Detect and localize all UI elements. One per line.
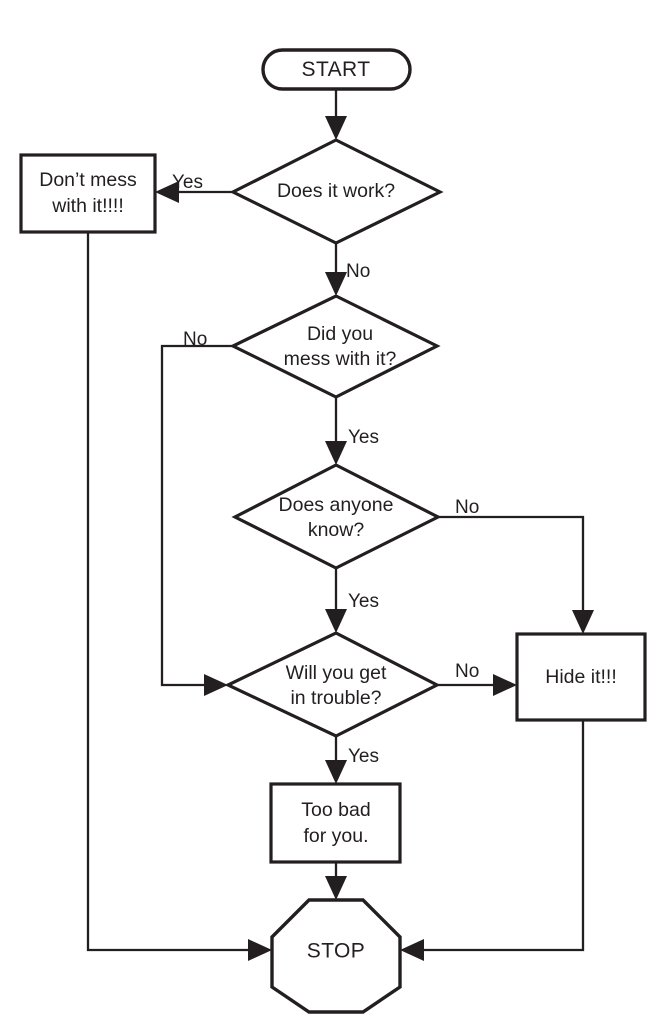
edge-label-will-you-get-in-trouble-yes: Yes — [348, 746, 379, 767]
edge-trouble-no-to-hide-it — [437, 674, 517, 696]
edge-did-you-mess-no-to-trouble — [160, 344, 233, 696]
too-bad-shape — [269, 782, 402, 864]
arrowhead-icon — [400, 939, 424, 961]
arrowhead-icon — [155, 181, 179, 203]
hide-it-label: Hide it!!! — [545, 666, 617, 688]
edge-dont-mess-to-stop — [86, 232, 272, 961]
will-you-get-in-trouble-shape — [224, 631, 441, 738]
node-stop[interactable]: STOP — [270, 898, 402, 1014]
node-will-you-get-in-trouble[interactable]: Will you get in trouble? — [224, 631, 441, 738]
arrowhead-icon — [572, 610, 594, 634]
did-you-mess-shape — [229, 294, 441, 399]
node-does-anyone-know[interactable]: Does anyone know? — [231, 463, 442, 570]
edge-anyone-know-yes-to-trouble — [325, 568, 347, 633]
arrowhead-icon — [493, 674, 517, 696]
arrowhead-icon — [325, 272, 347, 296]
node-does-it-work[interactable]: Does it work? — [229, 138, 444, 245]
did-you-mess-label-line1: Did you — [307, 323, 373, 345]
node-too-bad-for-you[interactable]: Too bad for you. — [269, 782, 402, 864]
did-you-mess-label-line2: mess with it? — [284, 348, 397, 370]
start-shape — [261, 48, 412, 91]
stop-label: STOP — [307, 940, 365, 963]
edge-does-it-work-yes-to-dont-mess — [155, 181, 233, 203]
does-anyone-know-label-line2: know? — [308, 519, 365, 541]
edge-label-does-it-work-no: No — [346, 261, 370, 282]
does-it-work-label: Does it work? — [277, 180, 395, 202]
arrowhead-icon — [325, 609, 347, 633]
edge-label-will-you-get-in-trouble-no: No — [455, 661, 479, 682]
edge-label-does-anyone-know-no: No — [455, 497, 479, 518]
too-bad-label-line1: Too bad — [301, 799, 370, 821]
edge-did-you-mess-yes-to-anyone-know — [325, 397, 347, 465]
edge-too-bad-to-stop — [325, 862, 347, 900]
edge-label-did-you-mess-no: No — [183, 329, 207, 350]
does-anyone-know-shape — [231, 463, 442, 570]
edge-trouble-yes-to-too-bad — [325, 736, 347, 784]
dont-mess-shape — [19, 153, 157, 234]
arrowhead-icon — [325, 760, 347, 784]
edge-start-to-does-it-work — [325, 88, 347, 140]
dont-mess-label-line1: Don’t mess — [39, 169, 137, 191]
edge-label-does-it-work-yes: Yes — [172, 172, 203, 193]
node-did-you-mess-with-it[interactable]: Did you mess with it? — [229, 294, 441, 399]
will-you-get-in-trouble-label-line1: Will you get — [286, 662, 387, 684]
edge-label-does-anyone-know-yes: Yes — [348, 591, 379, 612]
arrowhead-icon — [248, 939, 272, 961]
node-start[interactable]: START — [261, 48, 412, 91]
node-hide-it[interactable]: Hide it!!! — [515, 632, 647, 722]
edge-label-did-you-mess-yes: Yes — [348, 427, 379, 448]
arrowhead-icon — [325, 876, 347, 900]
edge-anyone-know-no-to-hide-it — [438, 515, 594, 634]
arrowhead-icon — [204, 674, 228, 696]
does-anyone-know-label-line1: Does anyone — [279, 494, 394, 516]
arrowhead-icon — [325, 116, 347, 140]
edge-hide-it-to-stop — [400, 720, 585, 961]
hide-it-shape — [515, 632, 647, 722]
arrowhead-icon — [325, 441, 347, 465]
does-it-work-shape — [229, 138, 444, 245]
too-bad-label-line2: for you. — [303, 825, 368, 847]
edge-does-it-work-no-to-did-you-mess — [325, 243, 347, 296]
will-you-get-in-trouble-label-line2: in trouble? — [290, 687, 381, 709]
node-dont-mess-with-it[interactable]: Don’t mess with it!!!! — [19, 153, 157, 234]
dont-mess-label-line2: with it!!!! — [51, 195, 124, 217]
stop-shape — [270, 898, 402, 1014]
start-label: START — [302, 58, 371, 81]
